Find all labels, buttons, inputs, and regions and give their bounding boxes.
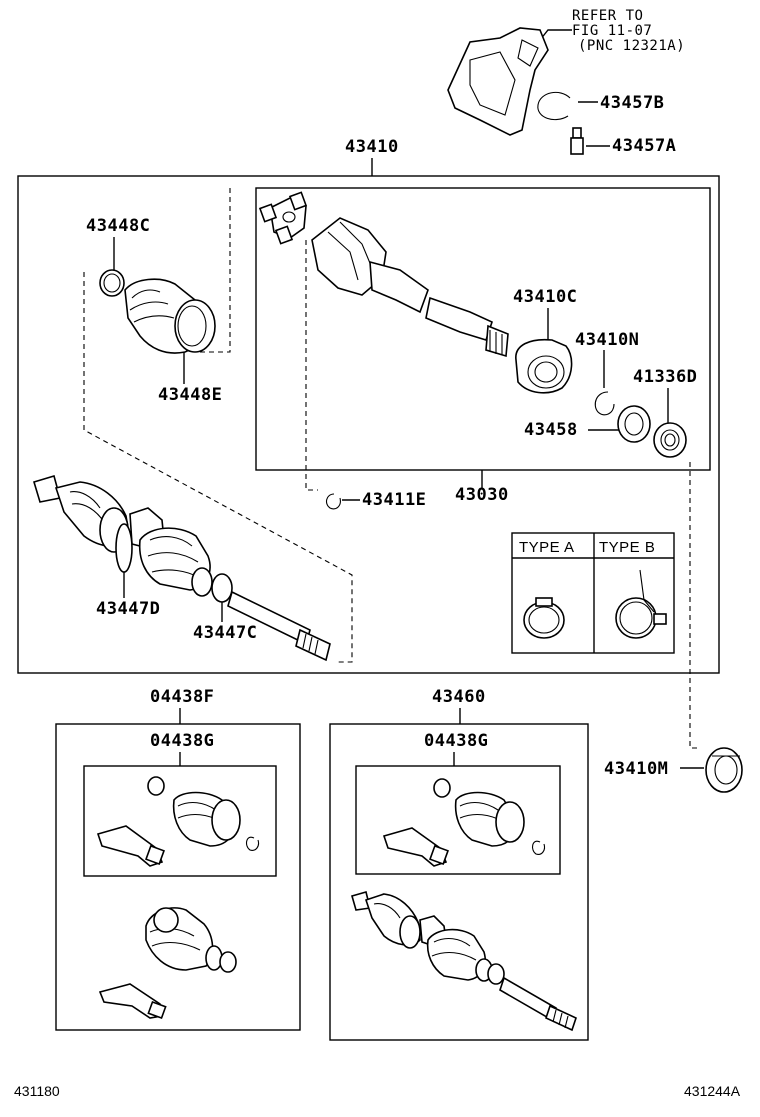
kit-right-boot-set bbox=[382, 778, 546, 867]
refer-note-line3: (PNC 12321A) bbox=[578, 38, 685, 54]
label-04438G-right: 04438G bbox=[424, 731, 488, 751]
label-43448C: 43448C bbox=[86, 216, 150, 236]
snap-ring-43457B bbox=[537, 91, 598, 121]
inboard-joint-housing bbox=[311, 217, 509, 358]
deflector-43458 bbox=[617, 405, 651, 443]
assembly-43030-frame bbox=[255, 187, 711, 471]
outboard-joint-shaft bbox=[33, 474, 331, 662]
clamp-type-table: TYPE A TYPE B bbox=[511, 532, 675, 654]
kit-right-shaft-assembly bbox=[351, 891, 577, 1032]
label-43410: 43410 bbox=[345, 137, 399, 157]
ring-43411E bbox=[325, 493, 341, 510]
refer-leader bbox=[539, 29, 572, 41]
kit-04438G-right-frame bbox=[355, 765, 561, 875]
label-41336D: 41336D bbox=[633, 367, 697, 387]
assembly-43410-frame bbox=[17, 175, 720, 674]
guide-dash-seal-to-43410M bbox=[689, 462, 700, 749]
label-43458: 43458 bbox=[524, 420, 578, 440]
tripod-joint bbox=[258, 191, 308, 245]
refer-note-line2: FIG 11-07 bbox=[572, 23, 652, 39]
label-04438F: 04438F bbox=[150, 687, 214, 707]
label-43030: 43030 bbox=[455, 485, 509, 505]
clamp-type-b-drawing bbox=[615, 569, 667, 639]
inner-boot-43448E bbox=[124, 278, 216, 354]
seal-41336D bbox=[653, 422, 687, 458]
label-43410M: 43410M bbox=[604, 759, 668, 779]
guide-dash-boot-to-joint bbox=[198, 188, 231, 353]
label-43457B: 43457B bbox=[600, 93, 664, 113]
kit-left-boot-set bbox=[96, 776, 260, 867]
label-43410C: 43410C bbox=[513, 287, 577, 307]
kit-04438F-frame bbox=[55, 723, 301, 1031]
guide-dash-joint-to-ring bbox=[305, 240, 318, 491]
bearing-bracket-housing bbox=[447, 27, 549, 136]
label-43447D: 43447D bbox=[96, 599, 160, 619]
type-b-heading: TYPE B bbox=[599, 539, 655, 556]
bearing-43410C bbox=[515, 338, 573, 394]
clamp-43448C bbox=[99, 269, 125, 297]
footer-right-code: 431244A bbox=[684, 1083, 741, 1099]
seal-43410M bbox=[705, 747, 743, 793]
label-43411E: 43411E bbox=[362, 490, 426, 510]
bolt-43457A bbox=[570, 127, 610, 155]
kit-43460-frame bbox=[329, 723, 589, 1041]
label-43448E: 43448E bbox=[158, 385, 222, 405]
label-43447C: 43447C bbox=[193, 623, 257, 643]
snap-ring-43410N bbox=[594, 391, 615, 416]
refer-note-line1: REFER TO bbox=[572, 8, 643, 24]
label-43410N: 43410N bbox=[575, 330, 639, 350]
footer-left-code: 431180 bbox=[14, 1083, 60, 1099]
guide-dash-boot-to-shaft bbox=[83, 272, 353, 663]
label-43460: 43460 bbox=[432, 687, 486, 707]
clamp-type-a-drawing bbox=[523, 597, 565, 639]
label-04438G-left: 04438G bbox=[150, 731, 214, 751]
kit-left-outer-boot-set bbox=[98, 907, 237, 1020]
label-43457A: 43457A bbox=[612, 136, 676, 156]
kit-04438G-left-frame bbox=[83, 765, 277, 877]
type-a-heading: TYPE A bbox=[519, 539, 575, 556]
